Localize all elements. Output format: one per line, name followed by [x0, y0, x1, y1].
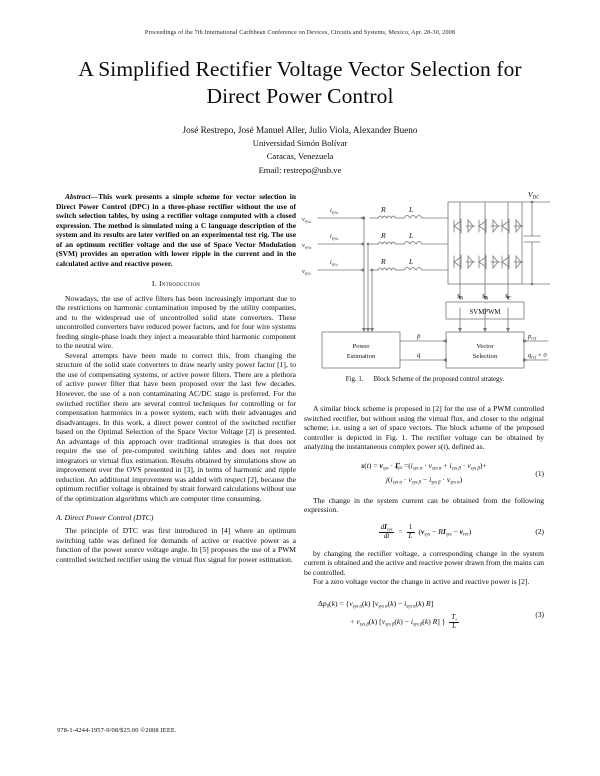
label-sa: SA [457, 293, 463, 300]
label-i-sys-b: isysb [330, 233, 339, 241]
label-inductor-c: L [408, 257, 413, 266]
label-vector-selection-2: Selection [473, 353, 498, 360]
label-p-ref: pref [527, 333, 537, 340]
dtc-paragraph-1: The principle of DTC was first introduce… [56, 526, 296, 564]
footer-isbn: 978-1-4244-1957-9/08/$25.00 ©2008 IEEE. [57, 727, 177, 734]
equation-3-body: Δp0(k) = {vsys α(k) [vsys α(k) − isys α(… [318, 598, 460, 630]
author-affiliation: Universidad Simón Bolívar [252, 138, 348, 149]
label-vector-selection-1: Vector [476, 343, 494, 350]
author-email: Email: restrepo@usb.ve [258, 164, 342, 175]
left-column: Abstract—This work presents a simple sch… [56, 192, 296, 564]
abstract-paragraph: Abstract—This work presents a simple sch… [56, 192, 296, 268]
equation-3-number: (3) [535, 609, 544, 619]
title-line-2: Direct Power Control [206, 84, 394, 108]
label-i-sys-a: isysa [330, 207, 339, 215]
subsection-heading-dtc: A. Direct Power Control (DTC) [56, 512, 154, 522]
figure-caption-label: Fig. 1. [345, 376, 364, 383]
label-power-estimation-2: Estimation [347, 353, 376, 360]
label-v-sys-a: vsysa [302, 216, 312, 224]
right-column: A similar block scheme is proposed in [2… [304, 404, 544, 638]
equation-2: dIsys dt = 1 L (vsys − RIsys − vrec) (2) [304, 522, 544, 541]
abstract-text: —This work presents a simple scheme for … [56, 192, 296, 268]
label-v-sys-c: vsysc [302, 268, 312, 276]
label-svmpwm: SVMPWM [470, 309, 501, 316]
figure-1-caption: Fig. 1. Block Scheme of the proposed cont… [304, 376, 546, 383]
equation-2-body: dIsys dt = 1 L (vsys − RIsys − vrec) [378, 522, 472, 540]
arrowhead [360, 216, 364, 220]
equation-1-number: (1) [535, 469, 544, 479]
label-i-sys-c: isysc [330, 259, 339, 267]
circuit-diagram-svg: vsysa vsysb vsysc isysa isysb isysc R R … [302, 190, 550, 369]
right-paragraph-1: A similar block scheme is proposed in [2… [304, 404, 544, 452]
figure-caption-text: Block Scheme of the proposed control str… [373, 376, 505, 383]
label-resistor-c: R [380, 257, 386, 266]
equation-3: Δp0(k) = {vsys α(k) [vsys α(k) − isys α(… [304, 599, 544, 631]
right-paragraph-3: by changing the rectifier voltage, a cor… [304, 548, 544, 577]
label-v-sys-b: vsysb [302, 242, 312, 250]
label-power-estimation-1: Power [353, 343, 371, 350]
right-paragraph-4: For a zero voltage vector the change in … [313, 577, 530, 587]
label-resistor-a: R [380, 205, 386, 214]
equation-1-body: s(t) = vsys · I*sys =(isys α · vsys α + … [361, 460, 487, 486]
title-line-1: A Simplified Rectifier Voltage Vector Se… [78, 57, 522, 81]
label-q: q [417, 352, 421, 359]
equation-1: s(t) = vsys · I*sys =(isys α · vsys α + … [304, 461, 544, 488]
intro-paragraph-2: Several attempts have been made to corre… [56, 350, 296, 504]
label-inductor-b: L [408, 231, 413, 240]
abstract-label: Abstract [65, 192, 91, 201]
section-heading-introduction: I. Introduction [151, 279, 201, 288]
figure-1-block-scheme: vsysa vsysb vsysc isysa isysb isysc R R … [300, 186, 550, 372]
label-vdc: VDC [528, 190, 540, 201]
arrowhead [360, 268, 364, 272]
author-location: Caracas, Venezuela [266, 151, 334, 162]
author-block: José Restrepo, José Manuel Aller, Julio … [48, 124, 552, 177]
page-title: A Simplified Rectifier Voltage Vector Se… [48, 56, 552, 110]
intro-paragraph-1: Nowadays, the use of active filters has … [56, 293, 296, 351]
label-sc: SC [505, 293, 512, 300]
equation-2-number: (2) [535, 527, 544, 537]
label-resistor-b: R [380, 231, 386, 240]
label-inductor-a: L [408, 205, 413, 214]
author-names: José Restrepo, José Manuel Aller, Julio … [182, 125, 418, 135]
label-sb: SB [482, 293, 488, 300]
arrowhead [360, 242, 364, 246]
label-p: p [416, 333, 421, 340]
label-q-ref: qref = 0 [528, 352, 547, 359]
running-header: Proceedings of the 7th International Car… [144, 30, 456, 36]
right-paragraph-2: The change in the system current can be … [304, 495, 544, 515]
